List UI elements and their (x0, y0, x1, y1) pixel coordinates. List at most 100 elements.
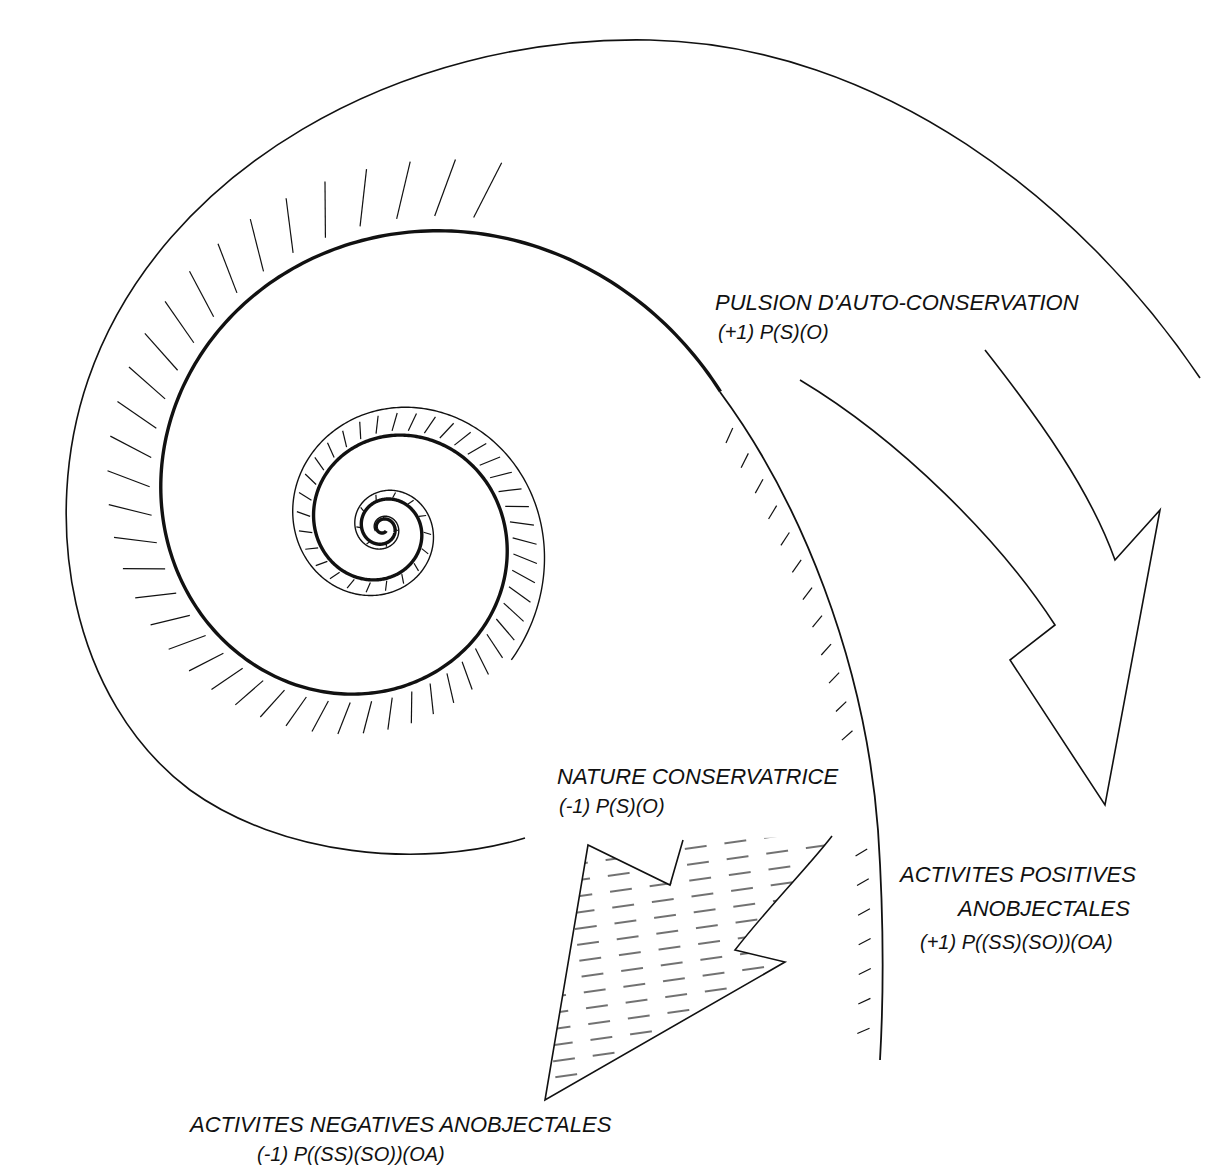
rib-mark (813, 616, 822, 627)
rib-mark (376, 416, 378, 434)
rib-mark (189, 653, 223, 671)
rib-mark (769, 506, 777, 519)
drive-label: NATURE CONSERVATRICE (555, 764, 840, 790)
rib-mark (726, 428, 733, 443)
hatched-arrow (545, 836, 832, 1100)
rib-mark (235, 681, 263, 705)
rib-mark (324, 181, 326, 237)
rib-mark (829, 673, 839, 683)
rib-mark (305, 474, 316, 485)
rib-mark (858, 998, 870, 1004)
rib-mark (396, 529, 398, 531)
rib-mark (110, 436, 151, 457)
rib-mark (109, 505, 152, 516)
spiral-line (161, 231, 721, 694)
rib-mark (430, 683, 433, 714)
rib-mark (408, 500, 414, 504)
rib-mark (386, 581, 387, 591)
rib-mark (510, 522, 534, 525)
rib-mark (356, 526, 360, 528)
rib-mark (513, 554, 536, 564)
rib-mark (487, 634, 503, 658)
formula-label: (+1) P(S)(O) (716, 320, 831, 344)
inner-whorl-line (293, 407, 545, 660)
rib-mark (315, 457, 324, 470)
drive-label: ACTIVITES POSITIVES ANOBJECTALES (900, 858, 1208, 926)
rib-mark (286, 198, 293, 253)
rib-mark (509, 587, 530, 602)
rib-mark (327, 443, 334, 458)
rib-mark (129, 367, 165, 399)
rib-mark (505, 506, 529, 508)
rib-mark (123, 568, 165, 569)
rib-mark (135, 593, 176, 598)
rib-mark (367, 542, 370, 544)
rib-mark (383, 517, 385, 519)
rib-mark (490, 472, 512, 478)
rib-mark (821, 644, 831, 655)
rib-mark (435, 159, 456, 216)
rib-mark (462, 662, 472, 690)
rib-mark (858, 909, 870, 916)
rib-mark (361, 507, 364, 511)
rib-mark (504, 603, 524, 621)
rib-mark (513, 538, 537, 544)
rib-mark (343, 431, 347, 447)
rib-mark (857, 1028, 869, 1033)
rib-mark (165, 301, 194, 342)
rib-mark (755, 479, 763, 493)
rib-mark (803, 588, 812, 600)
rib-mark (312, 701, 328, 731)
rib-mark (169, 636, 206, 650)
rib-mark (454, 432, 470, 445)
rib-mark (857, 879, 869, 886)
rib-mark (117, 401, 156, 428)
rib-mark (419, 515, 426, 517)
rib-mark (338, 702, 350, 733)
rib-mark (299, 492, 311, 500)
rib-mark (375, 495, 376, 500)
rib-mark (496, 619, 514, 640)
rib-mark (440, 423, 454, 438)
rib-mark (297, 512, 310, 517)
rib-mark (366, 582, 370, 592)
formula-label: (-1) P(S)(O) (557, 794, 667, 818)
rib-mark (512, 570, 535, 583)
rib-mark (305, 548, 318, 549)
rib-mark (393, 492, 396, 497)
rib-mark (468, 444, 486, 455)
rib-mark (260, 690, 284, 717)
rib-mark (474, 163, 502, 218)
rib-mark (359, 422, 361, 439)
rib-mark (211, 668, 242, 689)
rib-mark (447, 673, 454, 702)
rib-mark (402, 574, 404, 583)
rib-mark (108, 471, 150, 487)
rib-mark (360, 169, 366, 226)
rib-mark (189, 271, 213, 317)
rib-mark (414, 563, 419, 571)
rib-mark (392, 413, 397, 431)
rib-mark (422, 549, 429, 554)
rib-mark (424, 417, 435, 433)
rib-mark (411, 692, 413, 724)
formula-label: (-1) P((SS)(SO))(OA) (255, 1142, 447, 1166)
rib-mark (499, 489, 522, 492)
rib-mark (859, 968, 871, 974)
rib-mark (424, 532, 431, 534)
drive-label: PULSION D'AUTO-CONSERVATION (713, 290, 1081, 316)
rib-mark (250, 219, 263, 271)
rib-mark (386, 544, 387, 547)
rib-mark (114, 537, 157, 542)
rib-mark (480, 457, 500, 465)
rib-mark (781, 533, 789, 546)
rib-mark (316, 561, 328, 565)
rib-mark (842, 731, 853, 740)
rib-mark (363, 701, 371, 733)
outer-whorl-line (66, 40, 1200, 854)
rib-mark (792, 560, 801, 572)
rib-mark (299, 531, 312, 533)
